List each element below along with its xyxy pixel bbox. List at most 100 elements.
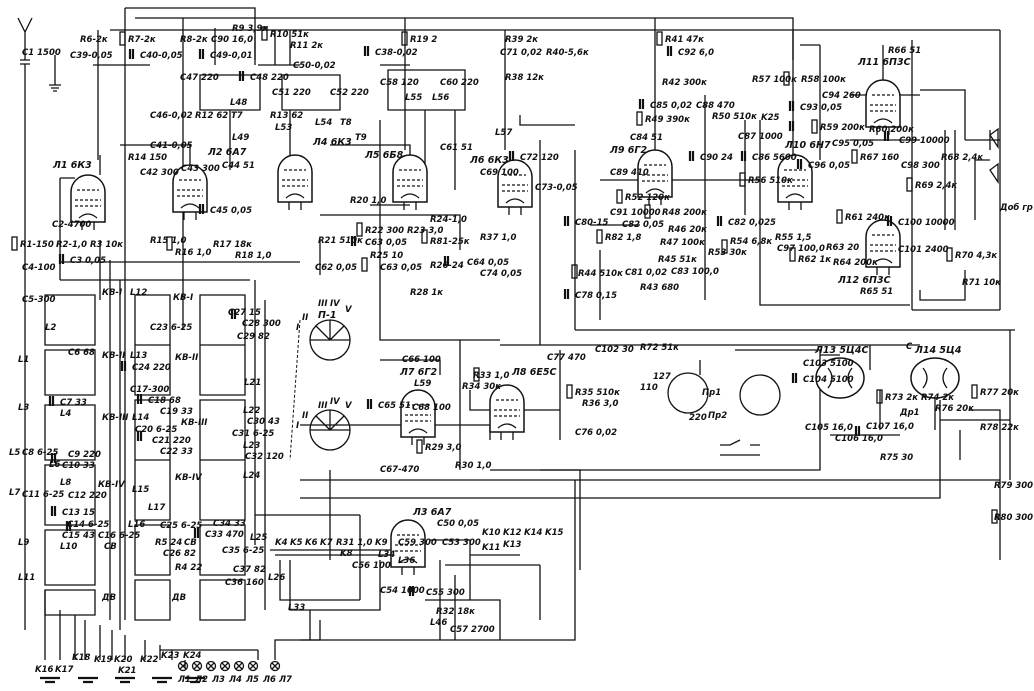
component-label: L22	[243, 406, 260, 416]
resistor-label: R49 390к	[645, 115, 690, 125]
resistor-label: R40-5,6к	[546, 48, 589, 58]
capacitor-label: C87 1000	[738, 132, 783, 142]
resistor-label: R36 3,0	[582, 399, 618, 409]
capacitor-plates	[883, 131, 890, 141]
resistor-label: R20 1,0	[350, 196, 386, 206]
vacuum-tube	[910, 357, 960, 399]
capacitor-label: C56 100	[352, 561, 391, 571]
component-label: L49	[232, 133, 249, 143]
wavechange-switch[interactable]	[289, 319, 351, 461]
capacitor-label: C4-100	[22, 263, 56, 273]
capacitor-label: C74 0,05	[480, 269, 522, 279]
resistor-body	[656, 31, 663, 46]
switch-position-label: V	[345, 401, 353, 411]
band-label: КВ-II	[102, 351, 125, 361]
vacuum-tube	[489, 384, 525, 440]
capacitor-label: C78 0,15	[575, 291, 617, 301]
tube-label: Л9 6Г2	[609, 145, 647, 156]
parts-layer	[11, 26, 998, 684]
capacitor-plates	[563, 216, 570, 226]
resistor-label: R39 2к	[505, 35, 538, 45]
resistor-label: R47 100к	[660, 238, 705, 248]
capacitor-label: C24 220	[132, 363, 171, 373]
contact-label: K22	[140, 655, 159, 665]
resistor-label: R55 1,5	[775, 233, 811, 243]
capacitor-plates	[740, 151, 747, 161]
resistor-label: R74 2к	[921, 393, 954, 403]
component-label: L24	[243, 471, 260, 481]
tuning-indicator-socket	[667, 372, 781, 416]
contact-label: K7	[320, 538, 333, 548]
resistor-label: R63 20	[826, 243, 859, 253]
capacitor-label: C51 220	[272, 88, 311, 98]
resistor-body	[783, 71, 790, 86]
resistor-label: R44 510к	[578, 269, 623, 279]
tube-label: Л1 6К3	[52, 160, 92, 171]
resistor-label: R54 6,8к	[730, 237, 772, 247]
resistor-body	[356, 222, 363, 237]
resistor-label: R45 51к	[658, 255, 697, 265]
resistor-label: R31 1,0	[336, 538, 372, 548]
capacitor-label: C11 6-25	[22, 490, 64, 500]
contact-label: K17	[55, 665, 74, 675]
resistor-body	[421, 229, 428, 244]
resistor-body	[616, 189, 623, 204]
contact-label: K6	[305, 538, 318, 548]
capacitor-label: C47 220	[180, 73, 219, 83]
capacitor-plates	[193, 528, 200, 538]
capacitor-plates	[363, 46, 370, 56]
component-label: T7	[231, 111, 243, 121]
capacitor-label: C15 43	[62, 531, 95, 541]
resistor-body	[906, 177, 913, 192]
resistor-body	[991, 509, 998, 524]
capacitor-label: C72 120	[520, 153, 559, 163]
resistor-label: R15 1,0	[150, 236, 186, 246]
resistor-label: R56 510к	[748, 176, 793, 186]
component-label: K25	[761, 113, 780, 123]
capacitor-label: C20 6-25	[135, 425, 177, 435]
resistor-label: R34 30к	[462, 382, 501, 392]
tube-label: Л5 6Б8	[364, 150, 404, 161]
resistor-body	[401, 31, 408, 46]
capacitor-label: C23 6-25	[150, 323, 192, 333]
resistor-body	[416, 439, 423, 454]
capacitor-label: C50-0,02	[293, 61, 336, 71]
capacitor-label: C68 100	[412, 403, 451, 413]
capacitor-label: C99 10000	[899, 136, 950, 146]
resistor-label: R19 2	[410, 35, 437, 45]
vacuum-tube	[815, 357, 865, 399]
resistor-body	[946, 247, 953, 262]
vacuum-tube	[865, 219, 901, 275]
capacitor-label: C21 220	[152, 436, 191, 446]
capacitor-label: C16 6-25	[98, 531, 140, 541]
component-label: L8	[60, 478, 71, 488]
capacitor-label: C59 300	[398, 538, 437, 548]
capacitor-label: C43 300	[181, 164, 220, 174]
capacitor-label: C63 0,05	[365, 238, 407, 248]
resistor-label: R29 3,0	[425, 443, 461, 453]
contact-label: K13	[503, 540, 522, 550]
capacitor-label: C25 6-25	[160, 521, 202, 531]
component-label: 220	[689, 413, 707, 423]
contact-label: K14	[524, 528, 543, 538]
component-label: L3	[18, 403, 29, 413]
component-label: L7	[9, 488, 20, 498]
capacitor-label: C91 10000	[610, 208, 661, 218]
capacitor-label: C61 51	[440, 143, 473, 153]
component-label: L6	[49, 460, 60, 470]
contact-label: K11	[482, 543, 500, 553]
capacitor-label: C13 15	[62, 508, 95, 518]
resistor-label: R78 22к	[980, 423, 1019, 433]
resistor-label: R43 680	[640, 283, 679, 293]
capacitor-label: C93 0,05	[800, 103, 842, 113]
resistor-label: R69 2,4к	[915, 181, 957, 191]
resistor-label: R38 12к	[505, 73, 544, 83]
switch-position-label: I	[296, 421, 299, 431]
resistor-label: R32 18к	[436, 607, 475, 617]
resistor-body	[566, 384, 573, 399]
capacitor-label: C71 0,02	[500, 48, 542, 58]
vacuum-tube	[777, 154, 813, 210]
capacitor-plates	[788, 101, 795, 111]
resistor-label: R67 160	[860, 153, 899, 163]
capacitor-label: C107 16,0	[866, 422, 914, 432]
